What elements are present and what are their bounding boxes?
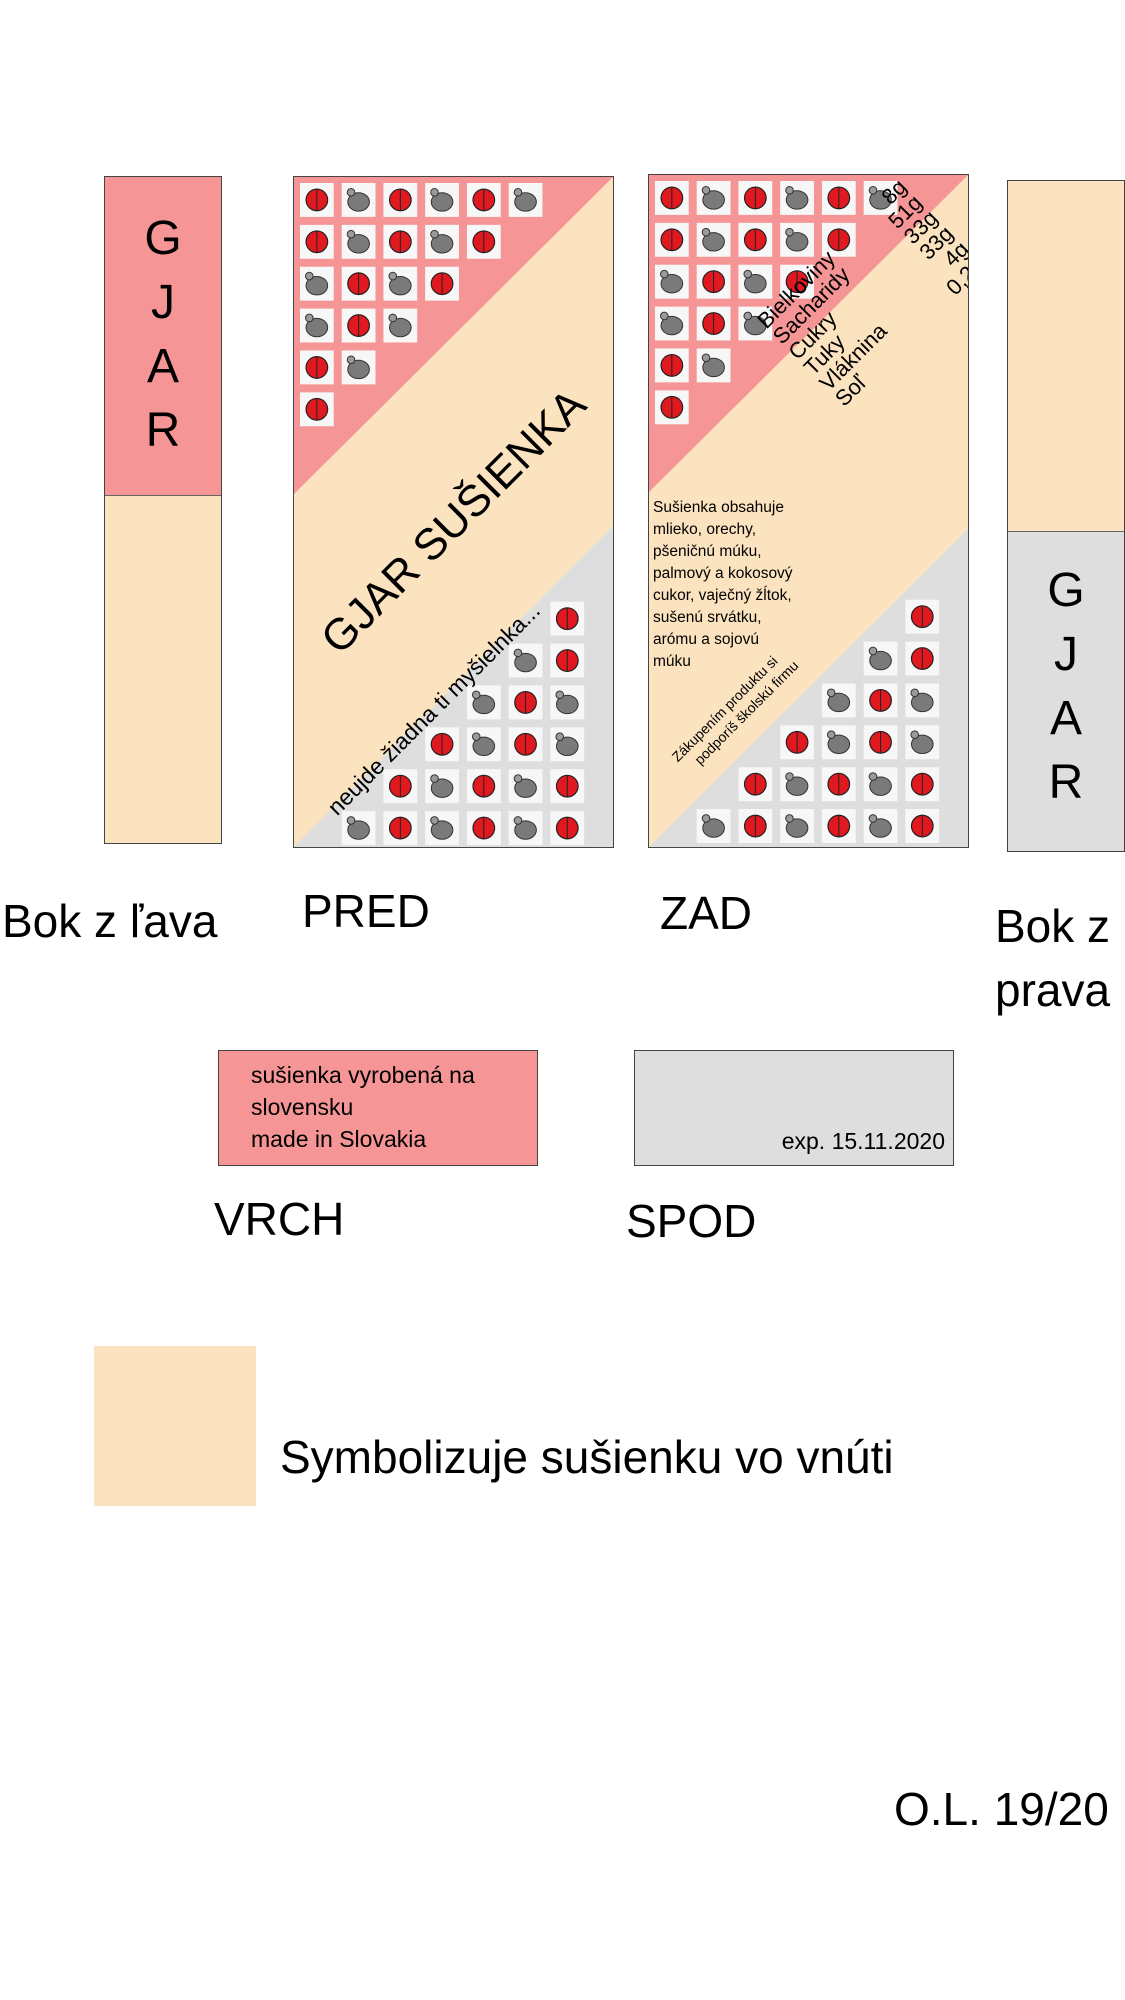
mouse-icon [430,234,454,254]
mouse-icon [472,694,496,715]
caption-top: VRCH [214,1193,345,1245]
mouse-icon [514,192,537,212]
right-side-cream-section [1008,181,1124,531]
caption-back: ZAD [660,887,752,939]
mouse-icon [389,275,412,296]
front-bottom-pattern [341,601,585,846]
mouse-icon [555,736,579,757]
mouse-icon [347,820,370,840]
front-panel-background [294,177,613,847]
right-letter-r: R [1048,756,1084,809]
mouse-icon [347,359,370,380]
top-box: sušienka vyrobená na slovensku made in S… [218,1050,538,1166]
right-side-grey-section [1008,531,1124,851]
caption-bottom: SPOD [626,1195,757,1247]
mouse-icon [869,190,892,210]
left-side-cream-section [105,495,221,843]
mouse-icon [305,275,329,296]
mouse-icon [347,192,370,212]
mouse-icon [702,818,725,838]
mouse-icon [827,734,851,755]
mouse-icon [514,820,537,840]
mouse-icon [514,652,537,673]
mouse-icon [430,820,454,840]
left-letter-g: G [144,212,182,265]
mouse-icon [347,234,370,254]
right-side-panel: G J A R [1007,180,1125,852]
legend-swatch [94,1346,256,1506]
mouse-icon [389,317,412,338]
mouse-icon [869,650,892,671]
mouse-icon [305,317,329,338]
back-bottom-pattern [696,599,940,844]
left-side-pink-section [105,177,221,495]
mouse-icon [869,818,892,838]
mouse-icon [472,736,496,757]
back-top-pattern [654,180,898,425]
right-letter-a: A [1049,692,1082,745]
mouse-icon [702,357,725,378]
mouse-icon [660,315,684,336]
mouse-icon [785,776,809,796]
mouse-icon [514,778,537,798]
mouse-icon [744,315,767,336]
footer-code: O.L. 19/20 [894,1783,1109,1835]
mouse-icon [744,273,767,294]
mouse-icon [910,692,934,713]
top-box-line3: made in Slovakia [251,1126,427,1152]
back-panel-background [649,175,968,847]
front-panel: GJAR SUŠIENKA neujde žiadna ti myšielnka… [293,176,614,848]
mouse-icon [785,232,809,252]
ingredients-text: Sušienka obsahuje mlieko, orechy, pšenič… [653,499,793,670]
expiry-date: exp. 15.11.2020 [781,1128,945,1154]
mouse-icon [702,232,725,252]
left-letter-a: A [146,340,179,393]
mouse-icon [702,190,725,210]
top-box-line1: sušienka vyrobená na [251,1062,475,1088]
caption-left-side: Bok z ľava [2,895,218,947]
mouse-icon [869,776,892,796]
right-side-letters: G J A R [1008,559,1124,815]
top-box-line2: slovensku [251,1094,354,1120]
mouse-icon [785,190,809,210]
left-letter-j: J [151,276,175,329]
bottom-box: exp. 15.11.2020 [634,1050,954,1166]
front-top-pattern [299,182,543,427]
mouse-icon [430,192,454,212]
mouse-icon [827,692,851,713]
mouse-icon [430,778,454,798]
legend-text: Symbolizuje sušienku vo vnúti [280,1431,894,1483]
mouse-icon [910,734,934,755]
right-letter-j: J [1054,628,1078,681]
right-letter-g: G [1047,564,1085,617]
left-side-letters: G J A R [105,207,221,463]
left-letter-r: R [145,404,181,457]
mouse-icon [555,694,579,715]
mouse-icon [785,818,809,838]
caption-right-side: Bok z prava [995,900,1111,1016]
caption-front: PRED [302,885,430,937]
mouse-icon [660,273,684,294]
left-side-panel: G J A R [104,176,222,844]
